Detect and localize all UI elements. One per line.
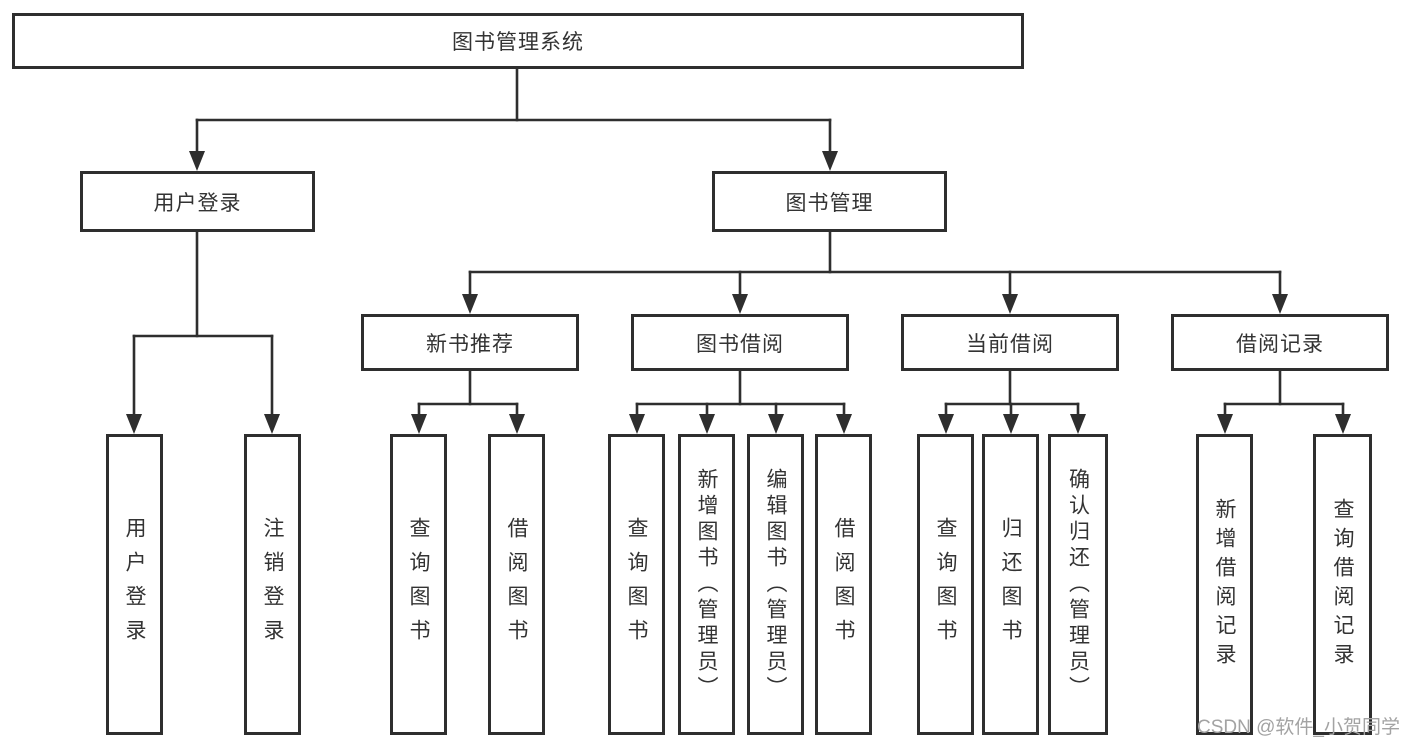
leaf-query-books-recommend: 查询图书 — [390, 434, 447, 735]
leaf-borrow-books: 借阅图书 — [815, 434, 872, 735]
node-borrow-records: 借阅记录 — [1171, 314, 1389, 371]
leaf-add-borrow-record: 新增借阅记录 — [1196, 434, 1253, 735]
leaf-borrow-books-recommend: 借阅图书 — [488, 434, 545, 735]
leaf-confirm-return-admin: 确认归还（管理员） — [1048, 434, 1108, 735]
leaf-user-login: 用户登录 — [106, 434, 163, 735]
leaf-add-book-admin: 新增图书（管理员） — [678, 434, 735, 735]
node-book-management: 图书管理 — [712, 171, 947, 232]
leaf-query-borrow-record: 查询借阅记录 — [1313, 434, 1372, 735]
node-user-login: 用户登录 — [80, 171, 315, 232]
node-current-borrow: 当前借阅 — [901, 314, 1119, 371]
csdn-watermark: CSDN @软件_小贺同学 — [1197, 717, 1400, 738]
node-new-book-recommend: 新书推荐 — [361, 314, 579, 371]
leaf-logout: 注销登录 — [244, 434, 301, 735]
leaf-edit-book-admin: 编辑图书（管理员） — [747, 434, 804, 735]
arrowhead-group — [126, 151, 1351, 434]
leaf-query-books-borrow: 查询图书 — [608, 434, 665, 735]
node-book-borrow: 图书借阅 — [631, 314, 849, 371]
leaf-query-books-current: 查询图书 — [917, 434, 974, 735]
leaf-return-book: 归还图书 — [982, 434, 1039, 735]
node-library-management-system: 图书管理系统 — [12, 13, 1024, 69]
